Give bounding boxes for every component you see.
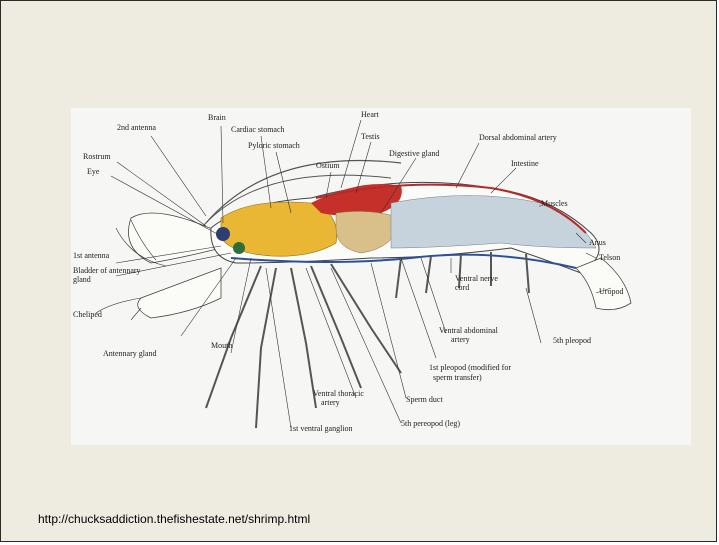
label-ventral-thoracic-artery-line1: Ventral thoracic [313, 389, 364, 398]
shrimp-anatomy-diagram: 2nd antenna Brain Cardiac stomach Pylori… [71, 108, 691, 445]
label-1st-pleopod-line1: 1st pleopod (modified for [429, 363, 511, 372]
label-brain: Brain [208, 113, 226, 122]
label-cheliped: Cheliped [73, 310, 102, 319]
label-1st-pleopod-line2: sperm transfer) [433, 373, 482, 382]
label-5th-pleopod: 5th pleopod [553, 336, 591, 345]
label-ventral-abdominal-artery-line1: Ventral abdominal [439, 326, 499, 335]
label-heart: Heart [361, 110, 380, 119]
label-anus: Anus [589, 238, 606, 247]
label-1st-antenna: 1st antenna [73, 251, 110, 260]
source-url[interactable]: http://chucksaddiction.thefishestate.net… [38, 512, 310, 526]
label-ventral-abdominal-artery-line2: artery [451, 335, 470, 344]
label-ostium: Ostium [316, 161, 340, 170]
label-5th-pereopod: 5th pereopod (leg) [401, 419, 460, 428]
label-mouth: Mouth [211, 341, 232, 350]
label-intestine: Intestine [511, 159, 539, 168]
label-ventral-nerve-cord-line2: cord [455, 283, 469, 292]
label-digestive-gland: Digestive gland [389, 149, 439, 158]
label-eye: Eye [87, 167, 100, 176]
label-2nd-antenna: 2nd antenna [117, 123, 156, 132]
label-1st-ventral-ganglion: 1st ventral ganglion [289, 424, 353, 433]
label-muscles: Muscles [541, 199, 568, 208]
label-sperm-duct: Sperm duct [406, 395, 443, 404]
shrimp-anatomy-illustration: 2nd antenna Brain Cardiac stomach Pylori… [71, 108, 691, 445]
label-rostrum: Rostrum [83, 152, 111, 161]
label-bladder-line2: gland [73, 275, 91, 284]
label-uropod: Uropod [599, 287, 623, 296]
label-ventral-thoracic-artery-line2: artery [321, 398, 340, 407]
label-cardiac-stomach: Cardiac stomach [231, 125, 285, 134]
label-dorsal-abdominal-artery: Dorsal abdominal artery [479, 133, 557, 142]
label-bladder-line1: Bladder of antennary [73, 266, 141, 275]
label-testis: Testis [361, 132, 380, 141]
label-ventral-nerve-cord-line1: Ventral nerve [455, 274, 498, 283]
label-pyloric-stomach: Pyloric stomach [248, 141, 300, 150]
label-antennary-gland: Antennary gland [103, 349, 157, 358]
label-telson: Telson [599, 253, 620, 262]
